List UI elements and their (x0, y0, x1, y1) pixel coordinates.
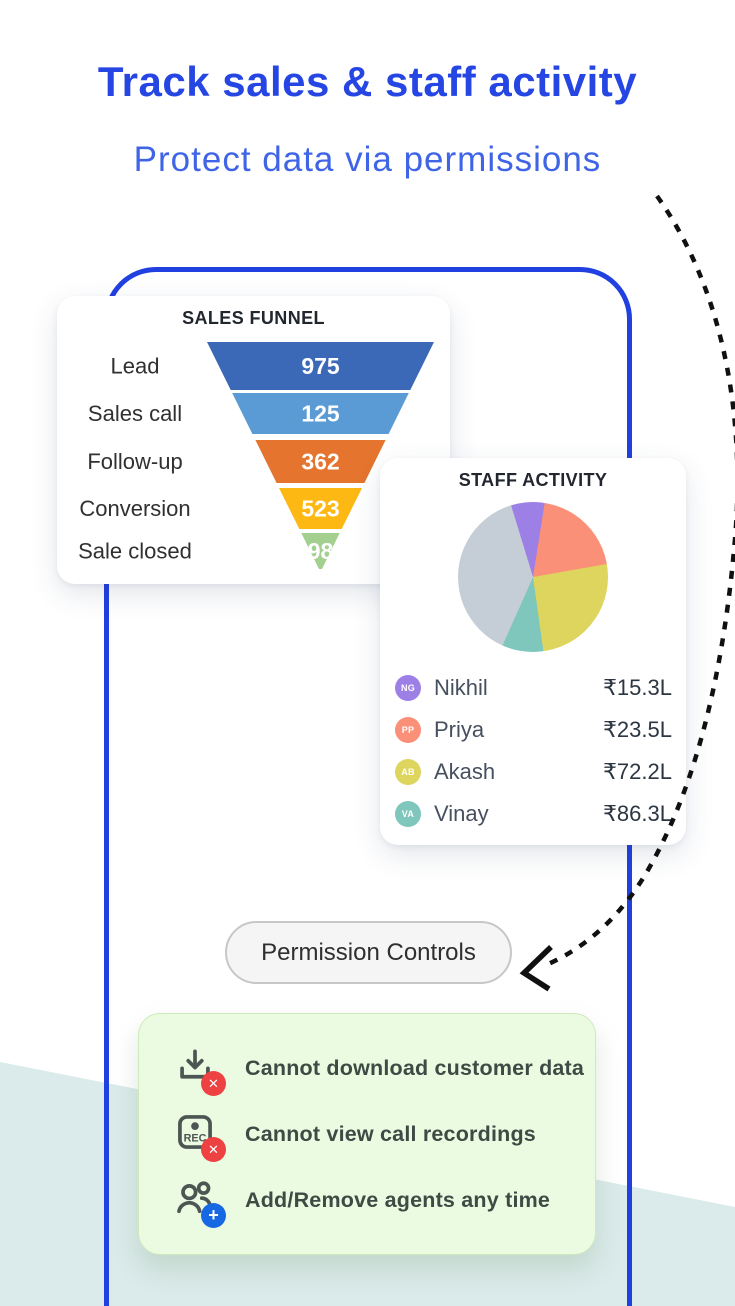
permission-row: ✕ Cannot download customer data (175, 1046, 595, 1096)
avatar: PP (395, 717, 421, 743)
legend-amount: ₹86.3L (602, 801, 672, 826)
permission-row: + Add/Remove agents any time (175, 1178, 595, 1228)
blocked-badge: ✕ (201, 1137, 226, 1162)
funnel-segment (301, 533, 340, 569)
svg-text:REC: REC (184, 1133, 207, 1145)
permission-controls-button[interactable]: Permission Controls (225, 921, 512, 984)
page-title: Track sales & staff activity (97, 58, 638, 105)
pie-legend: NG Nikhil ₹15.3L PP Priya ₹23.5L AB Akash ₹72.2L… (395, 667, 672, 835)
legend-name: Priya (434, 717, 485, 742)
legend-name: Vinay (434, 801, 489, 826)
legend-name: Nikhil (434, 675, 488, 700)
staff-activity-title: STAFF ACTIVITY (458, 470, 608, 490)
funnel-chart: 975 Lead 125 Sales call 362 Follow-up 523 Conve… (78, 342, 434, 569)
funnel-segment (207, 342, 434, 390)
sales-funnel-title: SALES FUNNEL (182, 308, 325, 328)
funnel-value: 98 (308, 538, 334, 564)
funnel-stage-label: Lead (111, 354, 160, 379)
funnel-stage-label: Sales call (88, 401, 182, 426)
funnel-segment (279, 488, 362, 529)
funnel-value: 523 (301, 496, 339, 522)
blocked-badge: ✕ (201, 1071, 226, 1096)
funnel-segment (232, 393, 409, 434)
legend-row: VA Vinay ₹86.3L (395, 793, 672, 835)
funnel-value: 975 (301, 353, 340, 379)
add-badge: + (201, 1203, 226, 1228)
avatar: NG (395, 675, 421, 701)
funnel-value: 125 (301, 401, 340, 427)
permission-label: Cannot view call recordings (245, 1121, 536, 1146)
recording-blocked-icon: REC✕ (175, 1112, 226, 1162)
legend-amount: ₹15.3L (602, 675, 672, 700)
staff-activity-card: STAFF ACTIVITY NG Nikhil ₹15.3L PP Priya ₹23.… (380, 458, 686, 845)
legend-row: AB Akash ₹72.2L (395, 751, 672, 793)
permission-row: REC✕ Cannot view call recordings (175, 1112, 595, 1162)
agents-add-icon: + (175, 1178, 226, 1228)
legend-row: NG Nikhil ₹15.3L (395, 667, 672, 709)
avatar: VA (395, 801, 421, 827)
funnel-stage-label: Follow-up (87, 449, 182, 474)
legend-amount: ₹23.5L (602, 717, 672, 742)
permission-label: Add/Remove agents any time (245, 1187, 551, 1212)
funnel-segment (255, 440, 386, 483)
legend-amount: ₹72.2L (602, 759, 672, 784)
download-blocked-icon: ✕ (175, 1046, 226, 1096)
funnel-stage-label: Sale closed (78, 539, 192, 564)
pie-chart (458, 502, 608, 652)
legend-row: PP Priya ₹23.5L (395, 709, 672, 751)
sales-funnel-card: SALES FUNNEL 975 Lead 125 Sales call 362 Foll… (57, 296, 450, 584)
funnel-value: 362 (301, 449, 339, 475)
avatar: AB (395, 759, 421, 785)
page-subtitle: Protect data via permissions (133, 140, 602, 179)
permission-label: Cannot download customer data (245, 1055, 585, 1080)
funnel-stage-label: Conversion (79, 496, 190, 521)
legend-name: Akash (434, 759, 496, 784)
